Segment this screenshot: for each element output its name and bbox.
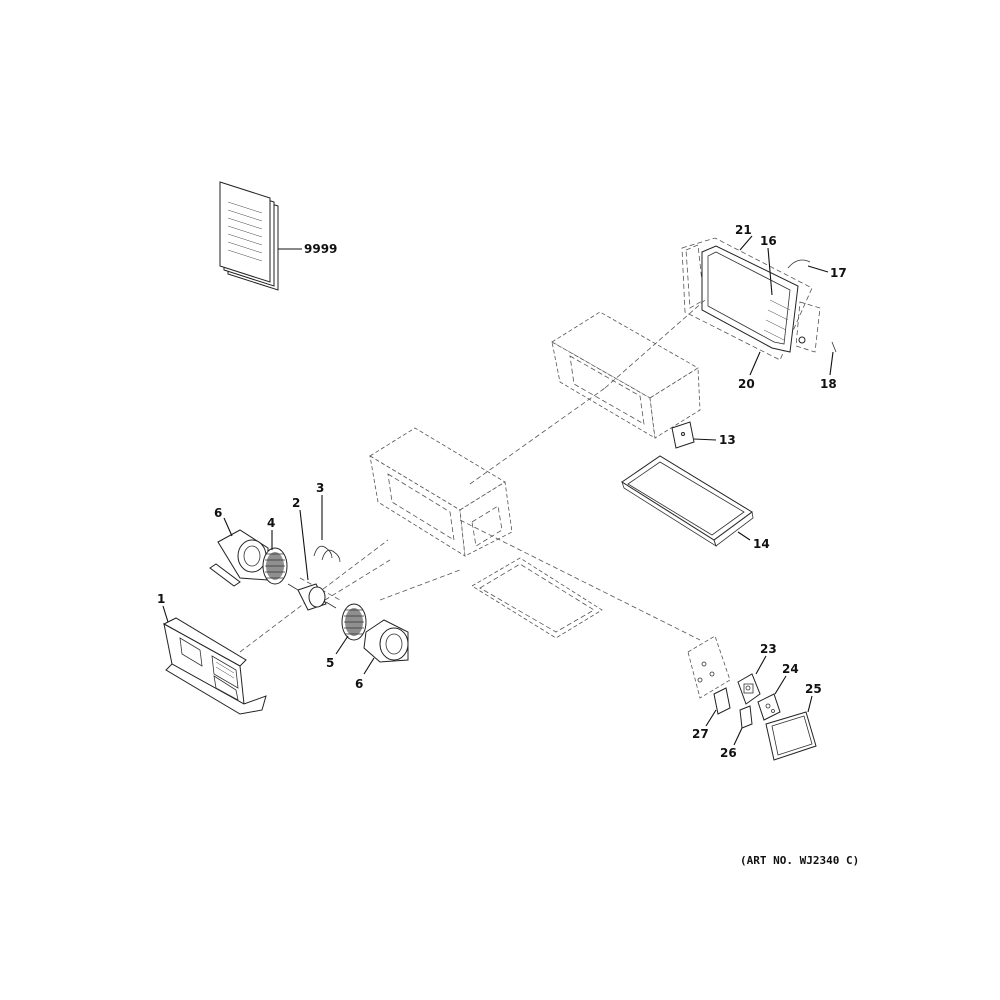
- label-18: 18: [820, 377, 837, 391]
- label-25: 25: [805, 682, 822, 696]
- label-24: 24: [782, 662, 799, 676]
- label-26: 26: [720, 746, 737, 760]
- label-20: 20: [738, 377, 755, 391]
- owners-manual[interactable]: [219, 181, 279, 291]
- label-13: 13: [719, 433, 736, 447]
- filter-frame-14[interactable]: [621, 455, 754, 547]
- label-23: 23: [760, 642, 777, 656]
- control-panel-assembly[interactable]: [681, 237, 821, 361]
- blower-wheel-4[interactable]: [262, 547, 288, 585]
- blower-housing-bottom[interactable]: [363, 619, 409, 663]
- control-board-23[interactable]: [737, 673, 761, 705]
- board-27[interactable]: [713, 687, 731, 715]
- board-26[interactable]: [739, 705, 753, 729]
- label-21: 21: [735, 223, 752, 237]
- motor-2[interactable]: [287, 583, 337, 611]
- blower-strip: [209, 563, 241, 587]
- label-3: 3: [316, 481, 324, 495]
- label-4: 4: [267, 516, 275, 530]
- label-14: 14: [753, 537, 770, 551]
- main-housing: [369, 427, 513, 557]
- front-panel-1[interactable]: [162, 617, 267, 715]
- upper-housing: [551, 311, 701, 439]
- blower-housing-top[interactable]: [217, 529, 269, 581]
- label-17: 17: [830, 266, 847, 280]
- label-5: 5: [326, 656, 334, 670]
- bracket-13[interactable]: [671, 421, 695, 449]
- label-27: 27: [692, 727, 709, 741]
- art-number: (ART NO. WJ2340 C): [740, 854, 859, 867]
- blower-wheel-5[interactable]: [341, 603, 367, 641]
- right-end-panel: [687, 635, 731, 699]
- frame-25[interactable]: [765, 711, 817, 761]
- motor-mount-3[interactable]: [313, 545, 341, 563]
- label-9999: 9999: [304, 242, 337, 256]
- label-16: 16: [760, 234, 777, 248]
- bottom-tray: [471, 557, 603, 639]
- label-6-top: 6: [214, 506, 222, 520]
- label-2: 2: [292, 496, 300, 510]
- board-24[interactable]: [757, 693, 781, 721]
- label-6-bottom: 6: [355, 677, 363, 691]
- label-1: 1: [157, 592, 165, 606]
- screw-18: [831, 341, 837, 353]
